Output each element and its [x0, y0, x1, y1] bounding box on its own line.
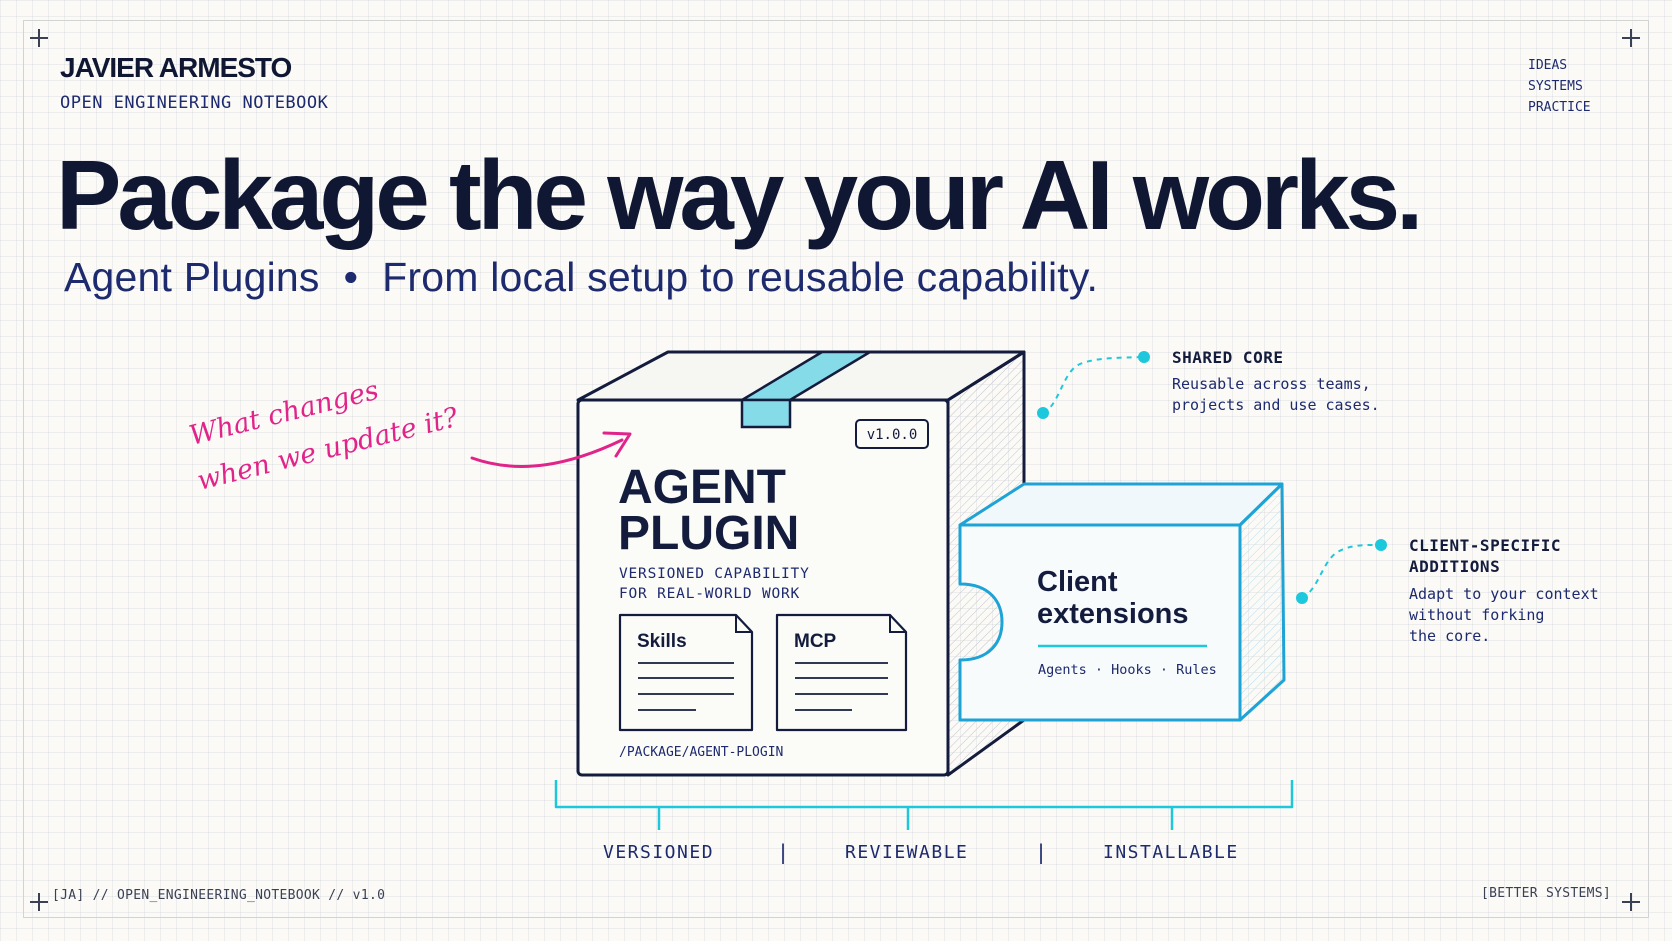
corner-cross-icon: [1622, 893, 1640, 911]
client-specific-title: CLIENT-SPECIFIC ADDITIONS: [1409, 535, 1599, 577]
pillar-reviewable: REVIEWABLE: [845, 842, 969, 863]
mcp-label: MCP: [794, 631, 837, 652]
plugin-subtitle-line1: VERSIONED CAPABILITY: [619, 566, 810, 582]
corner-cross-icon: [1622, 29, 1640, 47]
client-specific-body-line2: without forking: [1409, 606, 1545, 624]
notebook-label: OPEN ENGINEERING NOTEBOOK: [60, 93, 329, 113]
client-specific-body-line3: the core.: [1409, 627, 1491, 645]
arrow-head-icon: [602, 431, 632, 458]
client-specific-connector: [1301, 543, 1381, 599]
corner-cross-icon: [30, 29, 48, 47]
shared-core-body: Reusable across teams, projects and use …: [1172, 374, 1380, 416]
shared-core-body-line2: projects and use cases.: [1172, 396, 1380, 414]
extension-front: [958, 523, 1242, 722]
mcp-document: MCP: [775, 613, 908, 732]
pillar-versioned: VERSIONED: [603, 842, 715, 863]
version-badge: [855, 419, 929, 449]
pillars-bracket: [554, 780, 1294, 830]
author-name: JAVIER ARMESTO: [60, 52, 292, 83]
shared-core-connector: [1042, 356, 1144, 414]
client-specific-note: CLIENT-SPECIFIC ADDITIONS Adapt to your …: [1409, 535, 1599, 647]
tag-systems: SYSTEMS: [1528, 79, 1583, 94]
tag-practice: PRACTICE: [1528, 100, 1591, 115]
connector-dot: [1375, 539, 1387, 551]
shared-core-title: SHARED CORE: [1172, 348, 1284, 367]
pillar-separator: |: [1035, 840, 1048, 864]
client-specific-body-line1: Adapt to your context: [1409, 585, 1599, 603]
version-text: v1.0.0: [867, 427, 918, 443]
plugin-title-line1: AGENT: [618, 461, 786, 514]
extension-items: Agents · Hooks · Rules: [1038, 662, 1217, 678]
connector-dot: [1037, 407, 1049, 419]
skills-document: Skills: [618, 613, 754, 732]
extension-title-line1: Client: [1037, 566, 1118, 598]
extension-side: [1238, 482, 1286, 722]
page-frame: [23, 20, 1649, 918]
shared-core-body-line1: Reusable across teams,: [1172, 375, 1371, 393]
client-specific-title-line1: CLIENT-SPECIFIC: [1409, 536, 1561, 555]
tag-list: IDEAS SYSTEMS PRACTICE: [1528, 55, 1591, 118]
skills-label: Skills: [637, 631, 687, 652]
subtitle: Agent Plugins • From local setup to reusab…: [64, 254, 1098, 301]
client-specific-title-line2: ADDITIONS: [1409, 557, 1501, 576]
note-arrow: [470, 438, 624, 468]
client-specific-body: Adapt to your context without forking th…: [1409, 584, 1599, 647]
connector-dot: [1296, 592, 1308, 604]
plugin-path: /PACKAGE/AGENT-PLOGIN: [619, 745, 783, 760]
extension-title-line2: extensions: [1037, 598, 1189, 630]
subtitle-separator: •: [343, 254, 359, 300]
tape-front: [740, 398, 792, 429]
footer-right: [BETTER SYSTEMS]: [1481, 886, 1612, 901]
plugin-title-line2: PLUGIN: [618, 507, 799, 560]
shared-core-note: SHARED CORE Reusable across teams, proje…: [1172, 348, 1380, 416]
tag-ideas: IDEAS: [1528, 58, 1568, 73]
handwritten-note: What changes when we update it?: [186, 375, 632, 497]
footer-left: [JA] // OPEN_ENGINEERING_NOTEBOOK // v1.…: [52, 888, 386, 903]
agent-plugin-box: v1.0.0 AGENT PLUGIN VERSIONED CAPABILITY…: [576, 350, 1026, 777]
client-extensions-box: Client extensions Agents · Hooks · Rules: [958, 482, 1286, 722]
corner-cross-icon: [30, 893, 48, 911]
subtitle-right: From local setup to reusable capability.: [382, 254, 1099, 300]
connector-dot: [1138, 351, 1150, 363]
subtitle-left: Agent Plugins: [64, 254, 320, 300]
page-title: Package the way your AI works.: [56, 140, 1423, 250]
plugin-subtitle-line2: FOR REAL-WORLD WORK: [619, 586, 800, 602]
pillar-installable: INSTALLABLE: [1103, 842, 1239, 863]
pillar-separator: |: [777, 840, 790, 864]
